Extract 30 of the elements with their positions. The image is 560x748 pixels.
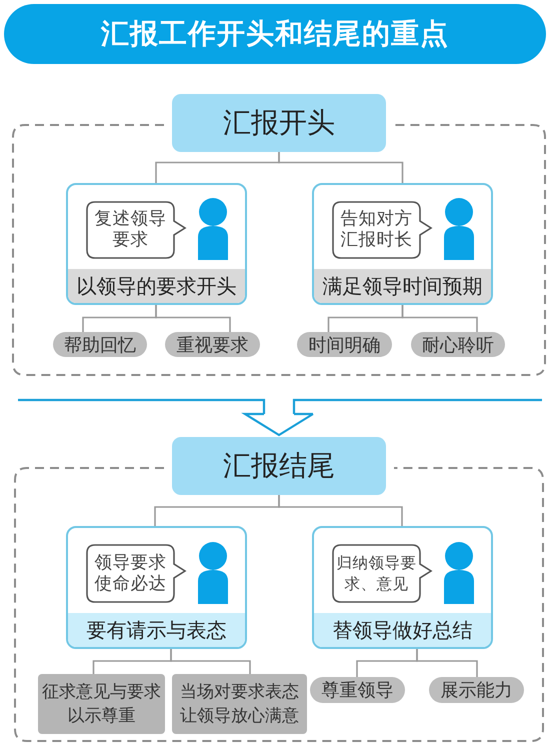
speech-bubble: 归纳领导要求、意见 [332, 544, 433, 603]
connector-line [416, 649, 478, 677]
connector-line [278, 152, 404, 183]
speech-bubble: 告知对方汇报时长 [332, 201, 433, 259]
pill: 展示能力 [429, 677, 524, 703]
heading-box: 汇报结尾 [172, 437, 386, 495]
card [66, 183, 247, 305]
connector-line [155, 305, 231, 332]
pill: 尊重领导 [310, 677, 405, 703]
note-box: 征求意见与要求以示尊重 [38, 674, 165, 734]
card [312, 526, 493, 649]
connector-line [278, 495, 403, 526]
speech-bubble: 领导要求使命必达 [86, 544, 187, 603]
pill: 耐心聆听 [411, 332, 505, 357]
caption-band: 要有请示与表态 [68, 613, 245, 647]
connector-line [402, 305, 478, 332]
pill: 时间明确 [297, 332, 392, 357]
card [66, 526, 247, 649]
pill: 重视要求 [165, 332, 260, 357]
caption-band: 满足领导时间预期 [314, 269, 491, 303]
note-box: 当场对要求表态让领导放心满意 [172, 674, 307, 734]
pill: 帮助回忆 [53, 332, 147, 357]
speech-bubble: 复述领导要求 [86, 201, 187, 259]
caption-band: 以领导的要求开头 [68, 269, 245, 303]
title-banner: 汇报工作开头和结尾的重点 [4, 4, 546, 64]
card [312, 183, 493, 305]
connector-line [170, 649, 251, 674]
heading-box: 汇报开头 [172, 94, 386, 152]
caption-band: 替领导做好总结 [314, 613, 491, 647]
arrow [16, 398, 544, 436]
